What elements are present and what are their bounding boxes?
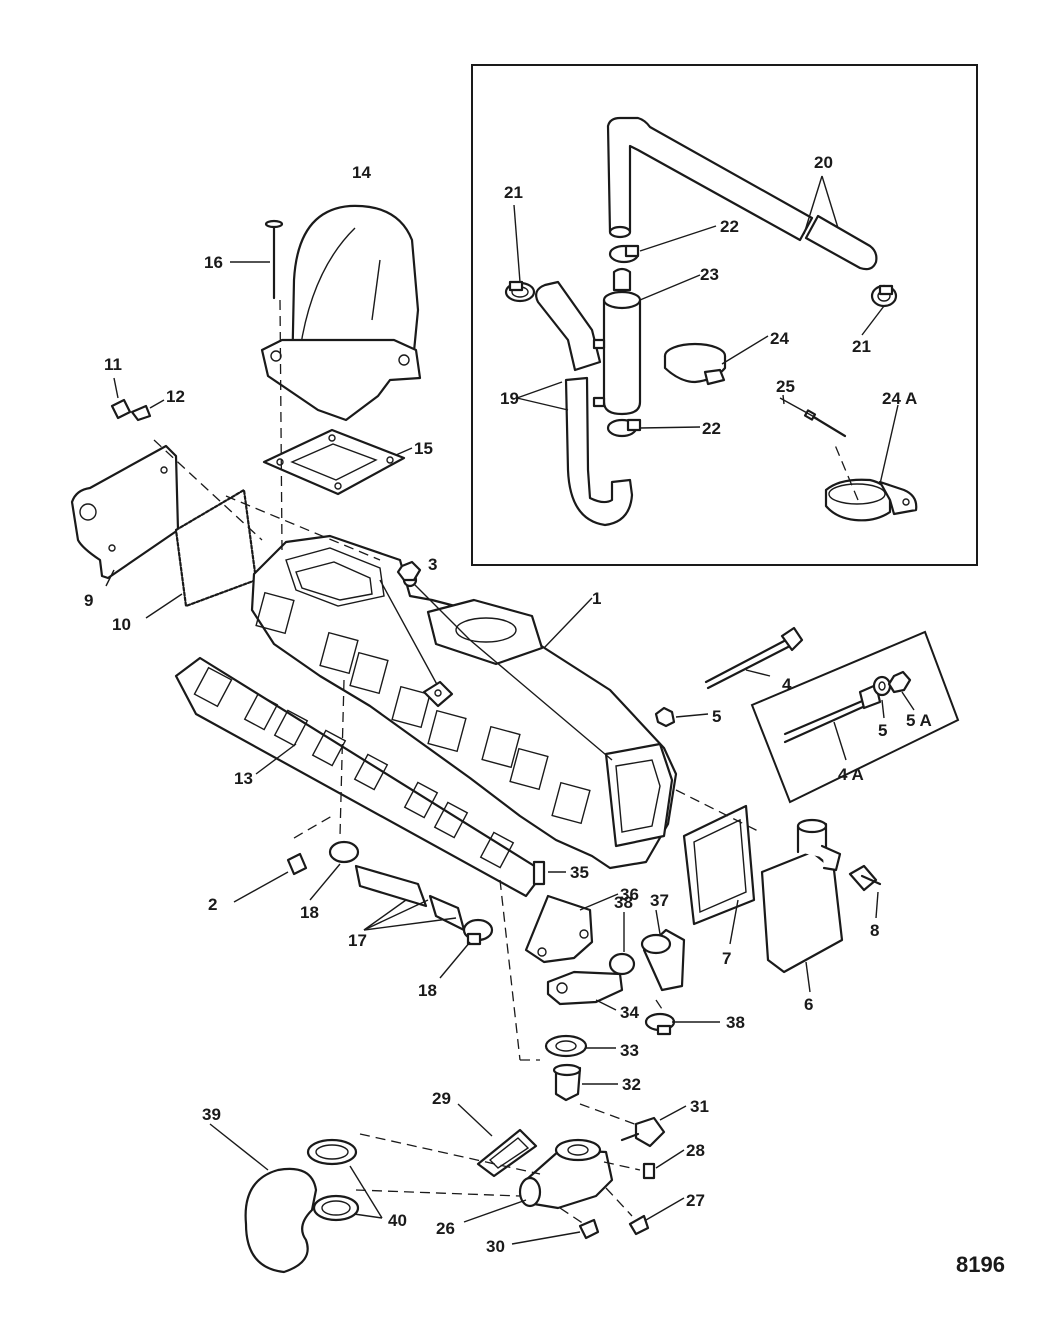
callout-40: 40 — [388, 1211, 407, 1230]
callout-5-main: 5 — [712, 707, 721, 726]
callout-13: 13 — [234, 769, 253, 788]
figure-reference-number: 8196 — [956, 1252, 1005, 1277]
callout-15: 15 — [414, 439, 433, 458]
callout-9: 9 — [84, 591, 93, 610]
callout-6: 6 — [804, 995, 813, 1014]
clamp-24 — [663, 342, 727, 386]
callout-36: 36 — [620, 885, 639, 904]
screw-25 — [803, 409, 847, 438]
bolt-4 — [704, 626, 804, 690]
clamp-38-top — [608, 952, 636, 976]
callout-37: 37 — [650, 891, 669, 910]
hose-39 — [244, 1167, 318, 1274]
callout-25: 25 — [776, 377, 795, 396]
screw-27 — [628, 1214, 650, 1236]
callout-29: 29 — [432, 1089, 451, 1108]
callout-38-bottom: 38 — [726, 1013, 745, 1032]
callout-32: 32 — [622, 1075, 641, 1094]
screw-30 — [578, 1218, 600, 1240]
bracket-36 — [524, 894, 594, 964]
callout-8: 8 — [870, 921, 879, 940]
callout-4a: 4 A — [838, 765, 864, 784]
fitting-31 — [620, 1116, 666, 1148]
plate-9 — [70, 444, 180, 580]
exhaust-manifold-1 — [250, 534, 678, 870]
callout-24a: 24 A — [882, 389, 917, 408]
callout-18-top: 18 — [300, 903, 319, 922]
callout-20: 20 — [814, 153, 833, 172]
clamp-21-left — [504, 280, 536, 303]
callout-19: 19 — [500, 389, 519, 408]
callout-5-inset: 5 — [878, 721, 887, 740]
clamp-22-top — [608, 244, 640, 264]
clamp-18-bottom — [462, 918, 494, 946]
inset-stud-box — [750, 630, 960, 804]
hose-20 — [606, 116, 878, 271]
nut-5 — [654, 706, 676, 728]
clamp-22-bottom — [606, 418, 642, 438]
callout-labels: 1 2 3 4 4 A 5 5 5 A 6 7 8 9 10 11 12 13 … — [84, 153, 932, 1256]
callout-21-left: 21 — [504, 183, 523, 202]
clamp-40-bottom — [312, 1194, 360, 1222]
callout-33: 33 — [620, 1041, 639, 1060]
cooler-23 — [592, 267, 642, 416]
callout-24: 24 — [770, 329, 789, 348]
callout-7: 7 — [722, 949, 731, 968]
gasket-29 — [476, 1128, 538, 1178]
stud-16 — [264, 219, 284, 300]
callout-27: 27 — [686, 1191, 705, 1210]
callout-18-bottom: 18 — [418, 981, 437, 1000]
gasket-10 — [174, 488, 258, 608]
inset-box — [471, 64, 978, 566]
hose-17 — [354, 864, 466, 932]
thermostat-housing-26 — [518, 1138, 614, 1210]
callout-23: 23 — [700, 265, 719, 284]
screw-35 — [532, 860, 546, 886]
callout-34: 34 — [620, 1003, 639, 1022]
clamp-18-top — [328, 840, 360, 864]
clamp-21-right — [870, 284, 898, 308]
cover-6 — [760, 818, 844, 974]
callout-10: 10 — [112, 615, 131, 634]
bolt-8 — [848, 864, 882, 892]
callout-28: 28 — [686, 1141, 705, 1160]
callout-31: 31 — [690, 1097, 709, 1116]
callout-21-right: 21 — [852, 337, 871, 356]
callout-11: 11 — [104, 355, 122, 374]
callout-17: 17 — [348, 931, 367, 950]
callout-14: 14 — [352, 163, 371, 182]
elbow-37 — [640, 928, 686, 992]
bracket-24a — [824, 478, 918, 522]
gasket-33 — [544, 1034, 588, 1058]
callout-1: 1 — [592, 589, 601, 608]
callout-26: 26 — [436, 1219, 455, 1238]
callout-30: 30 — [486, 1237, 505, 1256]
callout-12: 12 — [166, 387, 185, 406]
callout-3: 3 — [428, 555, 437, 574]
clamp-38-bottom — [644, 1012, 676, 1036]
callout-4: 4 — [782, 675, 792, 694]
washer-12 — [130, 404, 152, 422]
hose-19 — [535, 280, 634, 527]
gasket-13 — [174, 656, 546, 898]
callout-22-bottom: 22 — [702, 419, 721, 438]
callout-2: 2 — [208, 895, 217, 914]
fitting-34 — [546, 970, 624, 1006]
bolt-11 — [110, 398, 132, 420]
screw-28 — [642, 1162, 656, 1180]
plug-2 — [286, 852, 308, 876]
callout-16: 16 — [204, 253, 223, 272]
callout-22-top: 22 — [720, 217, 739, 236]
gasket-7 — [682, 804, 756, 926]
callout-5a: 5 A — [906, 711, 932, 730]
clamp-40-top — [306, 1138, 358, 1166]
thermostat-32 — [552, 1063, 582, 1102]
callout-38-top: 38 — [614, 893, 633, 912]
callout-39: 39 — [202, 1105, 221, 1124]
gasket-15 — [262, 428, 406, 496]
exhaust-elbow-14 — [260, 204, 422, 422]
callout-35: 35 — [570, 863, 589, 882]
nut-3 — [396, 560, 422, 582]
